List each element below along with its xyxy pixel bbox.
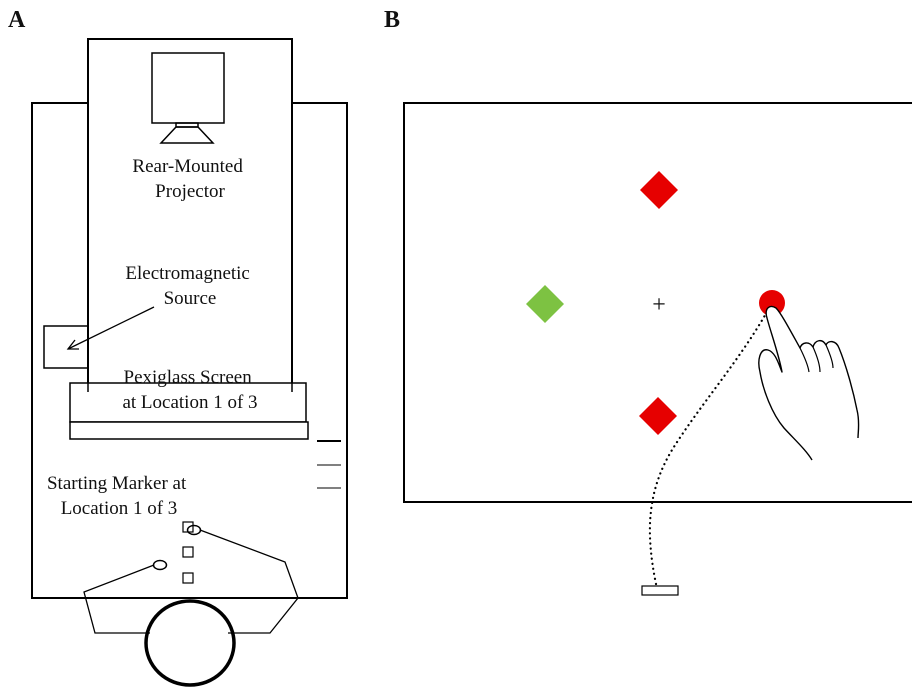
source-label: Electromagnetic Source: [125, 263, 254, 309]
marker-label: Starting Marker at Location 1 of 3: [47, 473, 191, 519]
source-arrow: [66, 306, 155, 350]
projector-housing: [87, 38, 293, 391]
panel-a: A Rear-Mounted Projector Electromagnetic…: [8, 7, 348, 687]
hand-icon: [758, 305, 860, 461]
left-hand-sensor: [152, 559, 168, 571]
panel-b: B +: [384, 7, 912, 596]
panel-a-letter: A: [8, 7, 26, 33]
pexiglass-screen: [69, 382, 309, 440]
movement-trajectory: [648, 308, 770, 586]
participant-head: [144, 599, 236, 687]
display-screen: [403, 102, 912, 503]
right-hand-sensor: [186, 524, 202, 536]
touch-point-icon: [759, 290, 785, 316]
projector-icon: [151, 52, 225, 144]
fixation-cross: +: [652, 292, 666, 318]
participant-arms: [83, 524, 299, 634]
screen-location-ticks: [317, 440, 341, 489]
hand-icon-details: [799, 344, 834, 373]
target-left-green-diamond: [526, 285, 564, 323]
target-top-red-diamond: [640, 171, 678, 209]
screen-label: Pexiglass Screen at Location 1 of 3: [122, 367, 257, 413]
electromagnetic-source-box: [43, 325, 89, 369]
panel-b-letter: B: [384, 7, 400, 33]
target-bottom-red-diamond: [639, 397, 677, 435]
start-marker-icon: [641, 585, 679, 596]
projector-label: Rear-Mounted Projector: [132, 156, 247, 202]
